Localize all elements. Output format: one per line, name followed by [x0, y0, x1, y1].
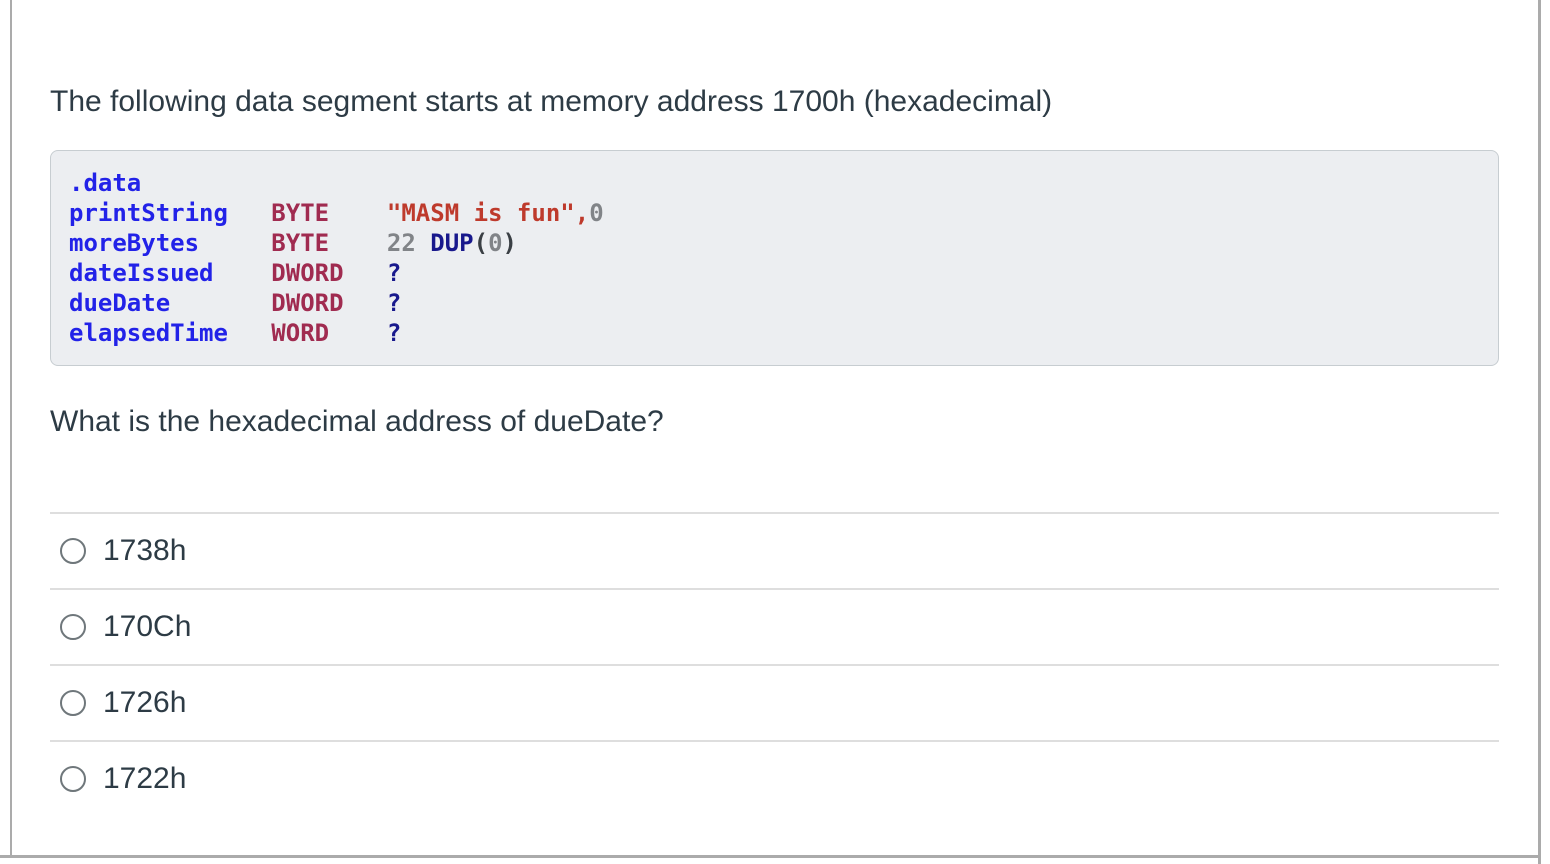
answer-option[interactable]: 1722h [50, 740, 1499, 816]
answer-option[interactable]: 1738h [50, 512, 1499, 588]
answer-label[interactable]: 1726h [103, 686, 187, 719]
question-prompt: The following data segment starts at mem… [50, 85, 1053, 118]
code-line: .data [69, 169, 142, 197]
question-container: The following data segment starts at mem… [50, 0, 1499, 816]
radio-button-icon[interactable] [60, 538, 86, 564]
frame-border-right [1538, 0, 1541, 864]
code-line: elapsedTime WORD ? [69, 319, 402, 347]
code-line: moreBytes BYTE 22 DUP(0) [69, 229, 517, 257]
question-text: What is the hexadecimal address of dueDa… [50, 405, 664, 438]
code-line: dateIssued DWORD ? [69, 259, 402, 287]
frame-border-left [10, 0, 12, 856]
code-line: printString BYTE "MASM is fun",0 [69, 199, 604, 227]
answer-label[interactable]: 170Ch [103, 610, 192, 643]
answer-label[interactable]: 1738h [103, 534, 187, 567]
radio-button-icon[interactable] [60, 690, 86, 716]
code-line: dueDate DWORD ? [69, 289, 402, 317]
answer-option[interactable]: 170Ch [50, 588, 1499, 664]
radio-button-icon[interactable] [60, 766, 86, 792]
frame-border-bottom [0, 855, 1541, 858]
answer-options: 1738h 170Ch 1726h 1722h [50, 512, 1499, 816]
radio-button-icon[interactable] [60, 614, 86, 640]
answer-option[interactable]: 1726h [50, 664, 1499, 740]
answer-label[interactable]: 1722h [103, 762, 187, 795]
